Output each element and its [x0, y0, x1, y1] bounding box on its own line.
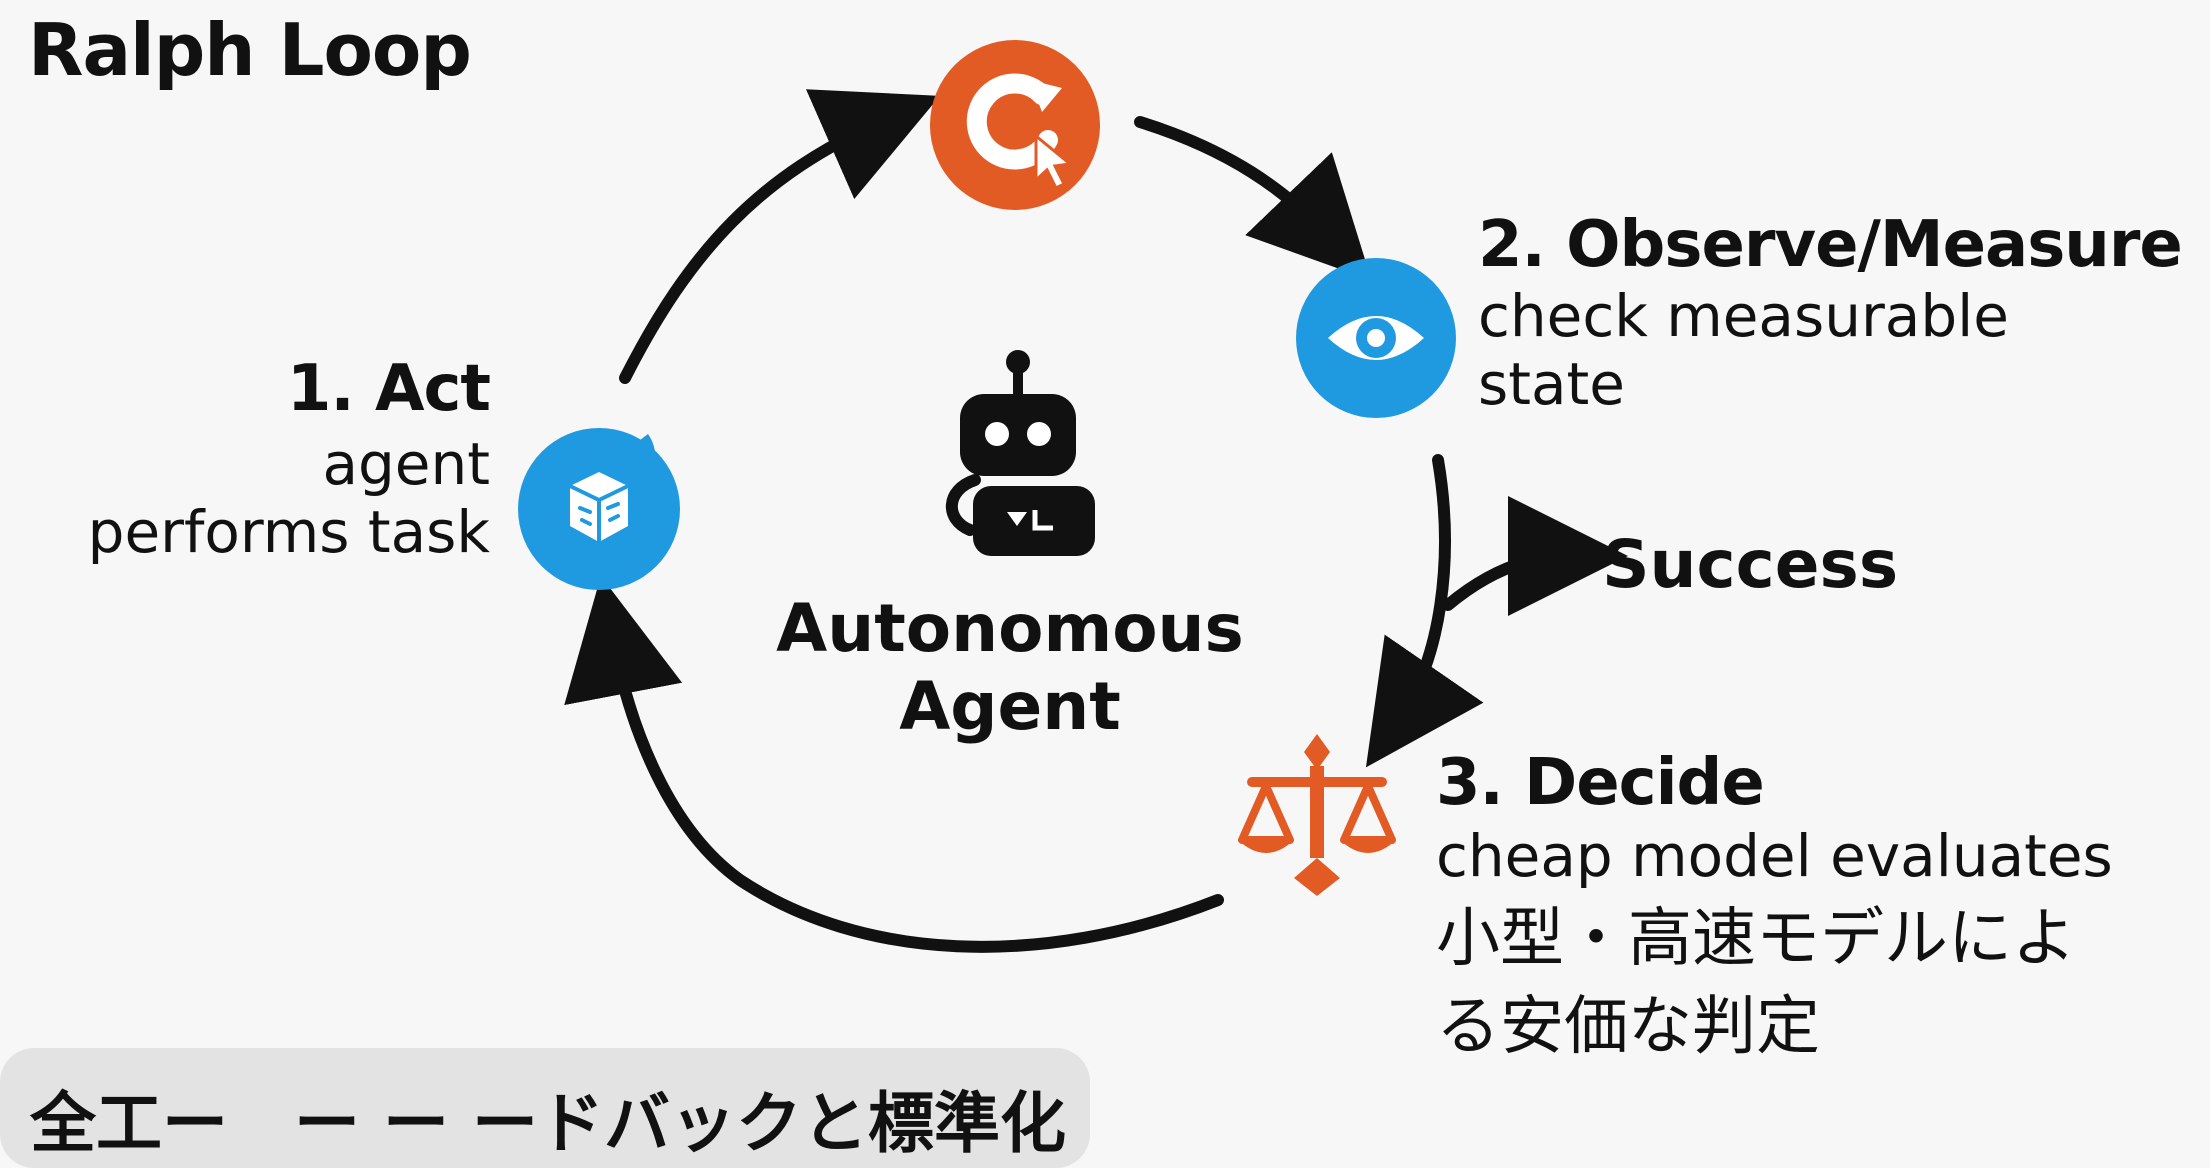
bottom-banner-text: 全工ー ー ー ードバックと標準化 [30, 1085, 1066, 1162]
step-observe-heading: 2. Observe/Measure [1478, 208, 2183, 282]
bottom-banner: 全工ー ー ー ードバックと標準化 [0, 1048, 1090, 1168]
step-observe: 2. Observe/Measure check measurable stat… [1478, 208, 2198, 418]
arrow-to-success [1442, 496, 1628, 617]
step-observe-desc-line2: state [1478, 350, 1625, 418]
robot-icon [915, 340, 1105, 560]
arrow-decide-to-act [564, 576, 1224, 953]
cube-icon [518, 428, 680, 590]
arrow-loop-to-observe [1134, 116, 1372, 281]
scale-icon [1232, 730, 1402, 900]
step-act-desc-line1: agent [322, 430, 490, 498]
loop-arrows [564, 89, 1628, 953]
step-act-heading: 1. Act [286, 352, 491, 426]
eye-icon [1296, 258, 1456, 418]
step-act-desc-line2: performs task [87, 498, 490, 566]
step-decide-desc-jp-line1: 小型・高速モデルによ [1436, 902, 2076, 976]
step-decide-desc-jp-line2: る安価な判定 [1436, 990, 1820, 1064]
step-decide-heading: 3. Decide [1436, 746, 1765, 820]
step-observe-desc-line1: check measurable [1478, 282, 2009, 350]
success-label: Success [1602, 526, 1899, 603]
step-decide: 3. Decide cheap model evaluates 小型・高速モデル… [1436, 746, 2206, 1066]
loop-restart-icon [930, 40, 1100, 210]
arrow-act-to-loop [619, 89, 940, 384]
step-decide-desc-line1: cheap model evaluates [1436, 822, 2113, 890]
center-label-line1: Autonomous [776, 590, 1244, 667]
arrow-observe-to-decide [1365, 454, 1484, 768]
center-agent-label: Autonomous Agent [770, 590, 1250, 746]
step-act: 1. Act agent performs task [30, 352, 491, 566]
page-title: Ralph Loop [28, 8, 472, 92]
center-label-line2: Agent [899, 668, 1121, 745]
